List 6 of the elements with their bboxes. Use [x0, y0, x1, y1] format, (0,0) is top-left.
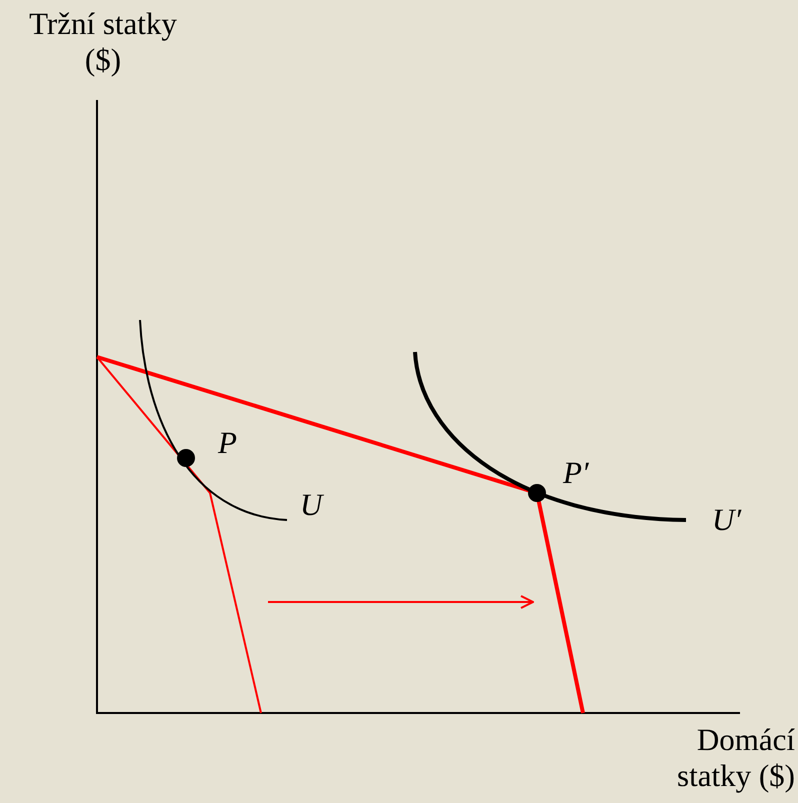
curve-label: U — [300, 487, 322, 523]
axis-title: Tržní statky ($) — [28, 6, 178, 78]
curve-label: U′ — [712, 502, 742, 538]
point-label: P — [218, 425, 237, 461]
axis-title: Domácí statky ($) — [676, 722, 795, 794]
point-label: P′ — [563, 455, 589, 491]
